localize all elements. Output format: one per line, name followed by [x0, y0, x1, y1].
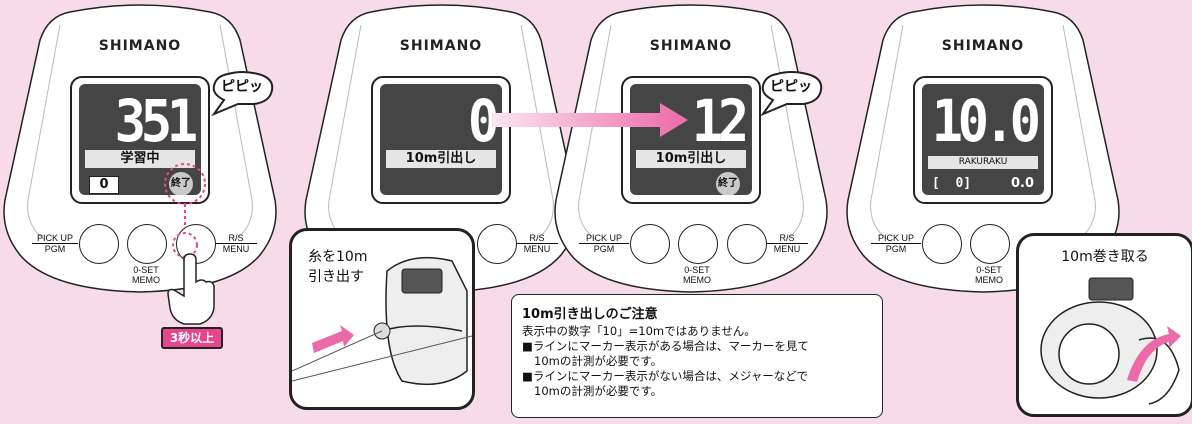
- note-line: 表示中の数字「10」=10mではありません。: [522, 324, 756, 338]
- display-frame: 0 10m引出し: [371, 76, 511, 204]
- wind-instruction: 10m巻き取る: [1061, 249, 1149, 265]
- brand-logo: SHIMANO: [941, 38, 1025, 54]
- pickup-pgm-button[interactable]: [630, 224, 670, 264]
- reel-winding-illustration: [1040, 277, 1181, 405]
- status-bar: 10m引出し: [386, 150, 496, 168]
- hold-duration-badge: 3秒以上: [161, 327, 223, 349]
- note-line: ■ラインにマーカー表示がある場合は、マーカーを見て: [522, 339, 809, 353]
- mode-bar: RAKURAKU: [928, 156, 1038, 169]
- lcd-screen: 10.0 RAKURAKU [ 0] 0.0: [922, 84, 1044, 195]
- oset-memo-button[interactable]: [678, 224, 718, 264]
- note-line: ■ラインにマーカー表示がない場合は、メジャーなどで: [522, 369, 809, 383]
- depth-display: 351: [114, 87, 198, 155]
- lcd-screen: 0 10m引出し: [380, 84, 502, 195]
- left-value: [ 0]: [932, 176, 972, 191]
- rs-menu-button[interactable]: [727, 224, 767, 264]
- note-title: 10m引き出しのご注意: [522, 307, 658, 322]
- lcd-screen: 12 10m引出し 終了: [630, 84, 752, 195]
- depth-display: 12: [691, 87, 749, 155]
- counter-box: 0: [89, 176, 119, 194]
- note-line: 10mの計測が必要です。: [534, 354, 663, 368]
- status-bar: 学習中: [85, 150, 195, 168]
- lcd-screen: 351 学習中 0 終了: [79, 84, 201, 195]
- pickup-pgm-button[interactable]: [79, 224, 119, 264]
- display-frame: 351 学習中 0 終了: [70, 76, 210, 204]
- depth-display: 10.0: [931, 87, 1042, 155]
- rs-menu-button[interactable]: [477, 224, 517, 264]
- beep-balloon-1: ピピッ: [208, 70, 276, 117]
- end-button[interactable]: 終了: [169, 172, 193, 195]
- display-frame: 12 10m引出し 終了: [621, 76, 761, 204]
- oset-memo-button[interactable]: [970, 224, 1010, 264]
- caution-note: 10m引き出しのご注意 表示中の数字「10」=10mではありません。 ■ラインに…: [511, 294, 883, 418]
- brand-logo: SHIMANO: [399, 38, 483, 54]
- pickup-pgm-button[interactable]: [922, 224, 962, 264]
- status-bar: 10m引出し: [636, 150, 746, 168]
- brand-logo: SHIMANO: [649, 38, 733, 54]
- end-button[interactable]: 終了: [716, 172, 740, 195]
- note-line: 10mの計測が必要です。: [534, 384, 663, 398]
- depth-display: 0: [467, 87, 499, 155]
- right-value: 0.0: [1010, 176, 1034, 191]
- transition-arrow-icon: [492, 103, 688, 137]
- brand-logo: SHIMANO: [98, 38, 182, 54]
- press-highlight: [164, 163, 206, 258]
- reel-illustration: [292, 256, 472, 386]
- wind-line-inset: 10m巻き取る: [1016, 233, 1192, 417]
- beep-balloon-2: ピピッ: [757, 70, 825, 117]
- oset-memo-button[interactable]: [127, 224, 167, 264]
- display-frame: 10.0 RAKURAKU [ 0] 0.0: [913, 76, 1053, 204]
- pressing-hand-icon: [167, 253, 215, 325]
